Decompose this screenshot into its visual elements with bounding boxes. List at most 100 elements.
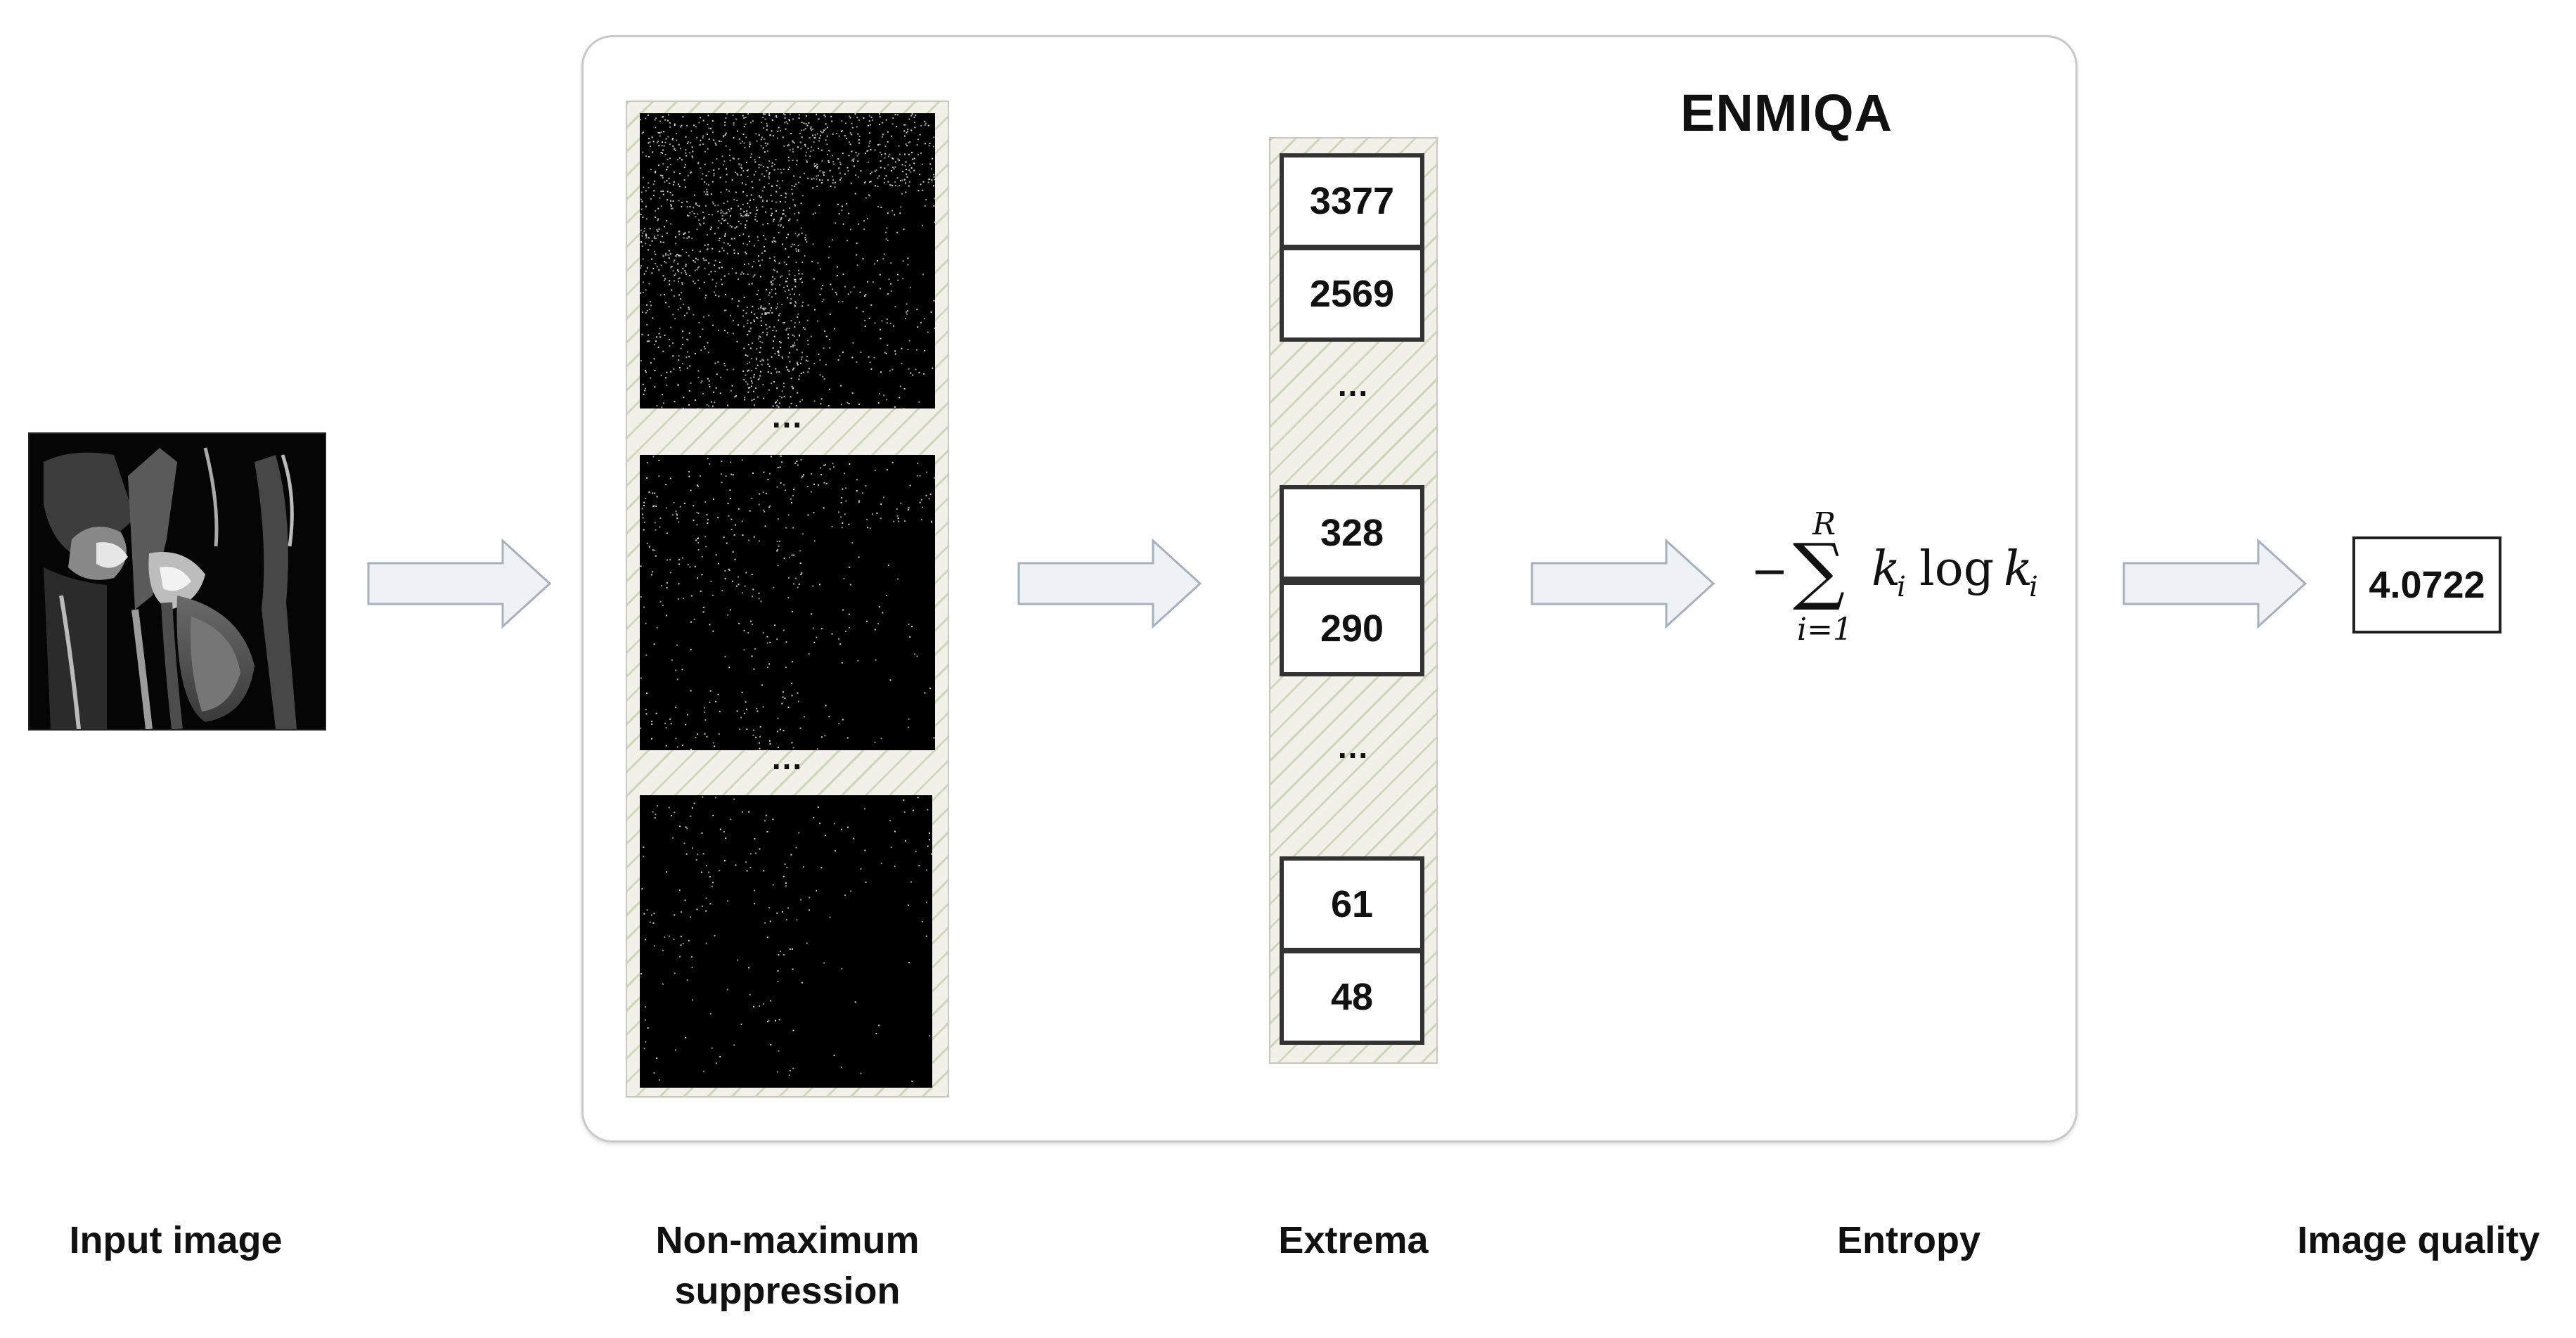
nms-speckle	[697, 376, 700, 378]
nms-speckle	[781, 390, 783, 392]
nms-speckle	[776, 638, 778, 641]
nms-speckle	[666, 371, 668, 373]
nms-speckle	[670, 266, 672, 269]
nms-speckle	[836, 266, 838, 268]
nms-speckle	[924, 205, 926, 207]
nms-speckle	[714, 362, 716, 364]
nms-speckle	[710, 580, 712, 582]
nms-speckle	[809, 896, 811, 899]
nms-speckle	[702, 120, 704, 122]
mri-knee-drawing	[30, 434, 325, 729]
nms-speckle	[798, 269, 799, 271]
nms-speckle	[885, 175, 887, 177]
nms-speckle	[759, 157, 761, 158]
nms-speckle	[738, 622, 740, 624]
nms-speckle	[678, 521, 680, 523]
nms-speckle	[929, 494, 932, 495]
nms-speckle	[648, 334, 650, 336]
nms-speckle	[896, 114, 899, 116]
nms-speckle	[800, 227, 802, 229]
nms-speckle	[773, 237, 775, 239]
nms-speckle	[793, 489, 794, 490]
nms-speckle	[888, 278, 890, 281]
nms-speckle	[784, 122, 786, 124]
nms-speckle	[783, 168, 785, 170]
nms-speckle	[688, 141, 690, 143]
nms-speckle	[905, 318, 906, 320]
nms-speckle	[777, 180, 779, 182]
nms-speckle	[841, 527, 843, 529]
nms-speckle	[908, 718, 910, 720]
nms-speckle	[902, 260, 904, 262]
nms-speckle	[682, 557, 684, 559]
nms-speckle	[740, 164, 742, 166]
nms-speckle	[745, 252, 747, 255]
nms-speckle	[659, 131, 661, 134]
nms-speckle	[786, 328, 788, 329]
nms-speckle	[686, 828, 688, 830]
nms-speckle	[723, 831, 725, 833]
nms-speckle	[857, 160, 859, 162]
nms-speckle	[666, 220, 668, 221]
nms-speckle	[689, 566, 691, 568]
nms-speckle	[768, 366, 771, 368]
nms-speckle	[642, 258, 644, 260]
nms-speckle	[664, 278, 666, 280]
nms-speckle	[844, 135, 846, 137]
nms-speckle	[795, 262, 797, 264]
nms-speckle	[909, 636, 911, 638]
nms-speckle	[880, 337, 882, 340]
nms-speckle	[658, 145, 660, 147]
nms-speckle	[919, 475, 921, 477]
nms-speckle	[855, 174, 857, 176]
nms-speckle	[840, 502, 842, 503]
nms-speckle	[683, 503, 685, 504]
nms-speckle	[889, 370, 891, 372]
nms-speckle	[832, 239, 834, 241]
nms-speckle	[725, 145, 727, 147]
nms-speckle	[823, 299, 825, 301]
nms-speckle	[720, 376, 722, 378]
nms-speckle	[792, 345, 794, 347]
nms-speckle	[749, 156, 752, 158]
nms-speckle	[759, 197, 761, 199]
nms-speckle	[659, 120, 661, 122]
nms-speckle	[671, 514, 674, 516]
nms-speckle	[759, 340, 761, 342]
nms-speckle	[857, 176, 859, 178]
nms-speckle	[697, 213, 699, 215]
nms-speckle	[698, 205, 700, 207]
nms-speckle	[913, 169, 915, 172]
nms-speckle	[724, 330, 726, 332]
nms-speckle	[726, 332, 728, 334]
nms-speckle	[880, 153, 882, 155]
nms-speckle	[747, 383, 749, 385]
nms-speckle	[707, 248, 709, 250]
nms-speckle	[757, 396, 759, 398]
nms-speckle	[745, 184, 747, 186]
nms-speckle	[775, 402, 777, 404]
nms-speckle	[724, 860, 726, 861]
nms-speckle	[876, 513, 878, 514]
nms-speckle	[672, 355, 674, 357]
nms-speckle	[750, 322, 752, 324]
nms-speckle	[799, 727, 801, 729]
nms-speckle	[651, 738, 652, 740]
nms-speckle	[641, 132, 643, 134]
nms-speckle	[819, 584, 820, 586]
nms-speckle	[691, 807, 693, 809]
formula-k-subscript: i	[1897, 571, 1906, 603]
nms-speckle	[798, 181, 799, 184]
nms-speckle	[656, 405, 658, 407]
nms-speckle	[887, 293, 889, 295]
nms-speckle	[694, 261, 696, 263]
nms-speckle	[715, 554, 717, 556]
nms-speckle	[766, 313, 767, 315]
nms-speckle	[763, 127, 765, 129]
nms-speckle	[679, 889, 681, 892]
nms-speckle	[790, 502, 792, 504]
nms-speckle	[706, 188, 708, 191]
entropy-formula: R − ∑ i=1 k i log k i	[1751, 506, 2060, 661]
nms-speckle	[742, 215, 744, 217]
nms-speckle	[652, 571, 654, 573]
